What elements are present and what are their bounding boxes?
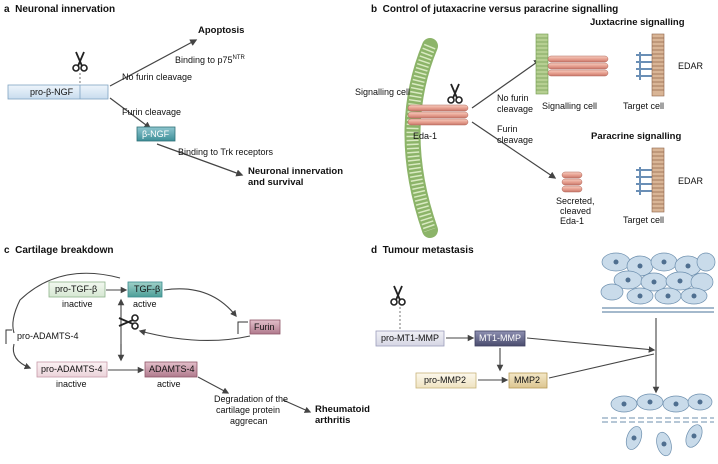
paracrine-label: Paracrine signalling xyxy=(591,131,682,142)
target-cell-label-1: Target cell xyxy=(623,101,665,111)
pro-mt1-label: pro-MT1-MMP xyxy=(381,333,439,343)
scissors-icon xyxy=(390,285,406,306)
edar-receptor xyxy=(636,167,652,195)
adamts-label: ADAMTS-4 xyxy=(149,364,195,374)
panel-d-title: d Tumour metastasis xyxy=(371,245,474,256)
panel-d-graphics xyxy=(375,252,716,457)
furin-label-2: cleavage xyxy=(497,135,534,145)
furin-label: Furin xyxy=(254,322,275,332)
edar-label-1: EDAR xyxy=(678,61,704,71)
target-cell-label-2: Target cell xyxy=(623,215,665,225)
secreted-label-1: Secreted, xyxy=(556,196,595,206)
scissors-icon xyxy=(447,83,463,104)
degradation-label-3: aggrecan xyxy=(230,416,268,426)
outcome-label-2: arthritis xyxy=(315,415,351,426)
scissors-icon xyxy=(72,51,88,72)
inactive-label-2: inactive xyxy=(56,379,87,389)
pro-adamts-label: pro-ADAMTS-4 xyxy=(41,364,103,374)
panel-c-title: c Cartilage breakdown xyxy=(4,245,114,256)
panel-c-graphics xyxy=(5,272,312,413)
eda1-label: Eda-1 xyxy=(413,131,438,141)
mt1-label: MT1-MMP xyxy=(479,333,521,343)
active-label-2: active xyxy=(157,379,181,389)
juxtacrine-label: Juxtacrine signalling xyxy=(590,17,685,28)
no-furin-label-1: No furin xyxy=(497,93,529,103)
degradation-label-1: Degradation of the xyxy=(214,394,289,404)
tgf-label: TGF-β xyxy=(134,284,161,294)
apoptosis-label: Apoptosis xyxy=(198,25,245,36)
edar-label-2: EDAR xyxy=(678,176,704,186)
signalling-cell-label: Signalling cell xyxy=(542,101,598,111)
inactive-label-1: inactive xyxy=(62,299,93,309)
scissors-icon xyxy=(118,314,139,330)
b-ngf-label: β-NGF xyxy=(142,129,170,139)
pro-tgf-label: pro-TGF-β xyxy=(55,284,98,294)
furin-label: Furin cleavage xyxy=(122,107,182,117)
no-furin-label-2: cleavage xyxy=(497,104,534,114)
secreted-label-3: Eda-1 xyxy=(560,216,585,226)
outcome-label-1: Neuronal innervation xyxy=(248,166,344,177)
pro-adamts-left-label: pro-ADAMTS-4 xyxy=(17,331,79,341)
binding-p75-label: Binding to p75NTR xyxy=(175,55,245,65)
active-label-1: active xyxy=(133,299,157,309)
edar-receptor xyxy=(636,52,652,80)
panel-a-graphics xyxy=(7,39,244,177)
panel-b-title: b Control of jutaxacrine versus paracrin… xyxy=(371,4,619,15)
binding-trk-label: Binding to Trk receptors xyxy=(178,147,274,157)
signalling-cell-left-label: Signalling cell xyxy=(355,87,411,97)
panel-b-graphics xyxy=(404,33,665,238)
invasive-cells xyxy=(610,393,713,457)
panel-a-title: a Neuronal innervation xyxy=(4,4,116,15)
outcome-label-1: Rheumatoid xyxy=(315,404,370,415)
no-furin-label: No furin cleavage xyxy=(122,72,193,82)
furin-label-1: Furin xyxy=(497,124,518,134)
mmp2-label: MMP2 xyxy=(514,375,541,385)
pro-b-ngf-label: pro-β-NGF xyxy=(30,87,74,97)
eda1-protein xyxy=(407,104,469,126)
secreted-label-2: cleaved xyxy=(560,206,592,216)
pro-mmp2-label: pro-MMP2 xyxy=(424,375,467,385)
outcome-label-2: and survival xyxy=(248,177,304,188)
degradation-label-2: cartilage protein xyxy=(216,405,281,415)
